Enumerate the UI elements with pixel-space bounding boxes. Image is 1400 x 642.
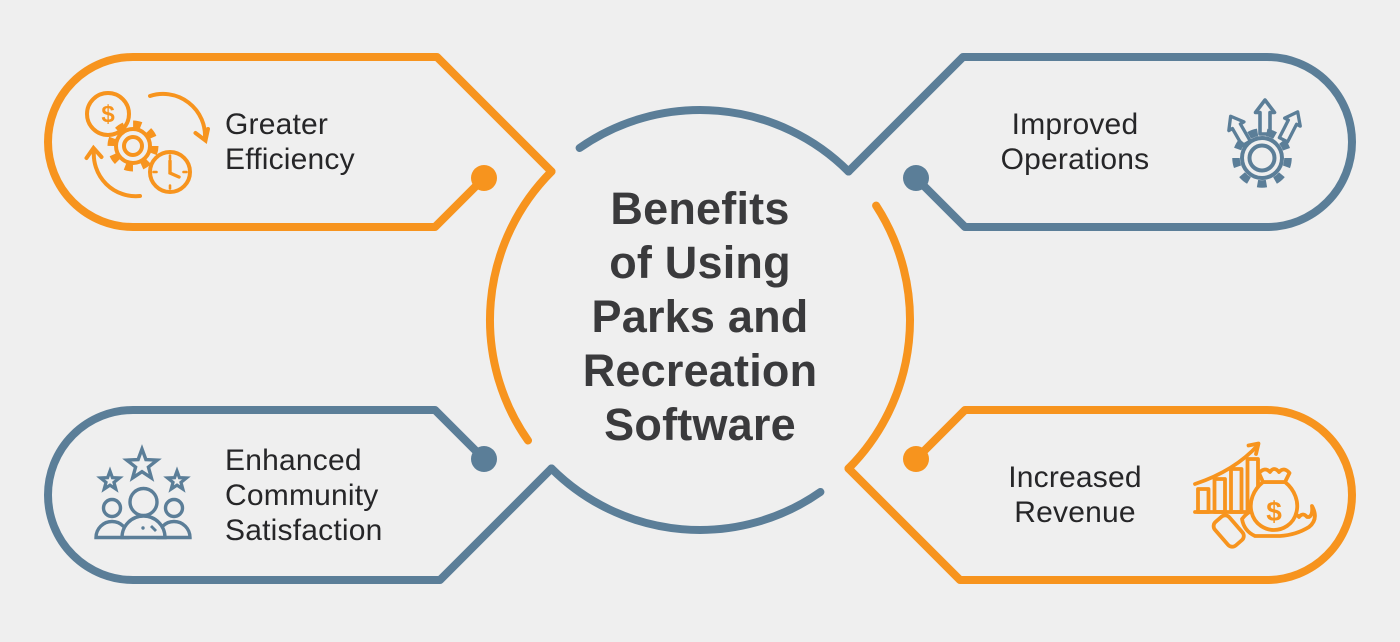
center-title: Benefits of Using Parks and Recreation S… (582, 183, 818, 450)
gear-up-arrows-icon (1227, 98, 1302, 188)
bag-dollar-symbol: $ (1266, 496, 1282, 527)
center-circle-arc-right (844, 201, 914, 473)
community-people-stars-icon (94, 444, 192, 540)
money-bag-icon: $ (1248, 467, 1300, 532)
label-improved-operations: Improved Operations (1000, 108, 1150, 176)
pill-enhanced-community-satisfaction (44, 406, 556, 584)
dollar-coin-icon (85, 91, 131, 137)
label-enhanced-community-satisfaction: Enhanced Community Satisfaction (225, 443, 383, 547)
people-icon (94, 486, 192, 540)
connector-dot-top-right (903, 165, 929, 191)
gear-icon (1232, 128, 1292, 188)
pill-increased-revenue (844, 406, 1356, 584)
label-increased-revenue: Increased Revenue (1008, 461, 1142, 529)
money-bag-growth-icon: $ (1193, 441, 1317, 549)
stars-icon (96, 444, 191, 493)
gear-icon (107, 120, 159, 172)
coin-dollar-symbol: $ (101, 101, 115, 128)
connector-dot-bottom-right (903, 446, 929, 472)
efficiency-cycle-icon: $ (84, 91, 210, 199)
connector-dot-top-left (471, 165, 497, 191)
center-circle-arc-top (575, 106, 853, 176)
center-circle-arc-bottom (547, 464, 825, 534)
clock-icon (148, 150, 192, 194)
cycle-arrows-icon (84, 91, 210, 199)
center-circle-arc-left (485, 167, 556, 445)
growth-arrow-icon (1193, 441, 1261, 486)
pill-improved-operations (844, 53, 1356, 231)
pill-greater-efficiency (44, 53, 556, 231)
label-greater-efficiency: Greater Efficiency (225, 108, 355, 176)
connector-dot-bottom-left (471, 446, 497, 472)
